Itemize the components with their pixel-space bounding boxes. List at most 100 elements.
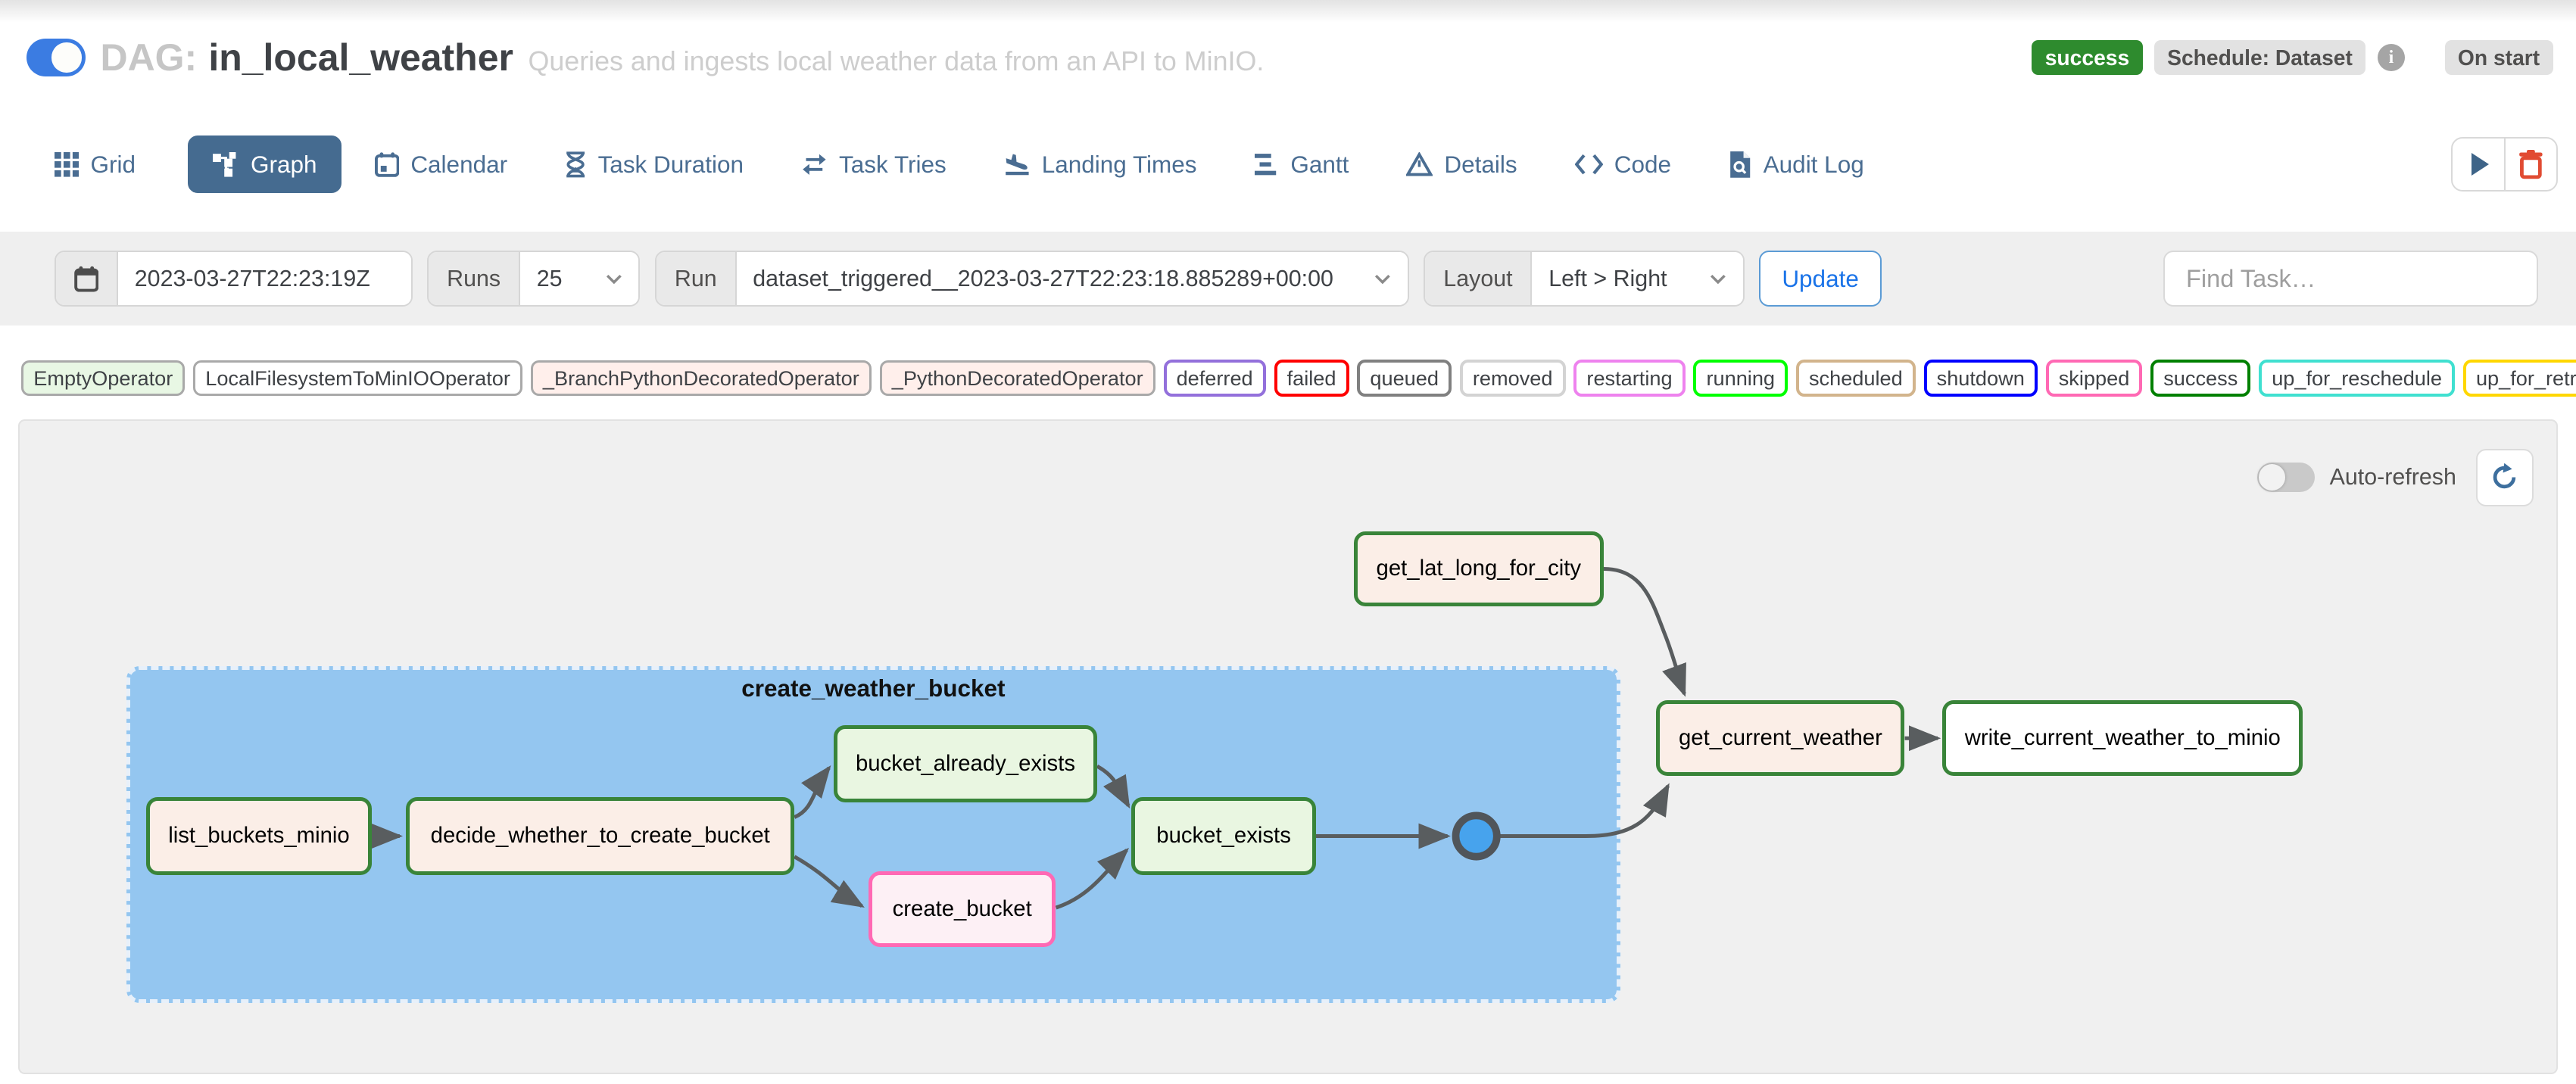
dag-canvas[interactable]: create_weather_bucket get_lat_long_for_c…: [20, 421, 2556, 1073]
tab-label: Gantt: [1290, 150, 1349, 178]
schedule-badge: Schedule: Dataset: [2153, 40, 2366, 76]
find-task-input[interactable]: [2182, 263, 2519, 294]
task-node-get_lat_long_for_city[interactable]: get_lat_long_for_city: [1353, 531, 1604, 607]
task-node-decide_whether_to_create_bucket[interactable]: decide_whether_to_create_bucket: [406, 797, 795, 875]
runs-value: 25: [536, 265, 563, 291]
task-node-bucket_already_exists[interactable]: bucket_already_exists: [834, 724, 1097, 802]
delete-dag-button[interactable]: [2503, 139, 2556, 191]
run-select[interactable]: dataset_triggered__2023-03-27T22:23:18.8…: [736, 252, 1408, 306]
grid-icon: [54, 151, 80, 177]
legend-state-pill: failed: [1274, 360, 1349, 397]
triangle-icon: [1406, 151, 1433, 177]
legend-state-pill: deferred: [1163, 360, 1266, 397]
legend-operator-pill: _BranchPythonDecoratedOperator: [530, 360, 872, 396]
task-node-create_bucket[interactable]: create_bucket: [868, 871, 1056, 948]
legend-state-pill: up_for_reschedule: [2259, 360, 2456, 397]
tab-label: Code: [1614, 150, 1672, 178]
base-date-group: [54, 251, 413, 307]
plane-landing-icon: [1004, 151, 1031, 178]
legend-state-pill: success: [2150, 360, 2251, 397]
legend-operator-pill: LocalFilesystemToMinIOOperator: [193, 360, 522, 396]
tab-task-tries[interactable]: Task Tries: [801, 136, 947, 193]
refresh-button[interactable]: [2475, 448, 2534, 506]
dag-title: DAG: in_local_weather Queries and ingest…: [101, 36, 1265, 79]
runs-label: Runs: [429, 252, 521, 306]
toggle-knob: [2259, 464, 2285, 491]
tab-task-duration[interactable]: Task Duration: [565, 136, 744, 193]
hourglass-icon: [565, 151, 586, 178]
info-icon[interactable]: i: [2377, 43, 2406, 72]
tab-details[interactable]: Details: [1406, 136, 1517, 193]
chevron-down-icon: [1710, 274, 1726, 284]
tab-label: Task Tries: [839, 150, 947, 178]
base-date-input-wrap: [118, 252, 411, 306]
view-tabs: Grid Graph Calendar Task Duration Task T…: [54, 132, 2559, 198]
find-task-wrap: [2163, 251, 2539, 307]
status-badge: success: [2032, 40, 2143, 76]
legend-operator-pill: _PythonDecoratedOperator: [879, 360, 1155, 396]
legend-state-pill: up_for_retry: [2462, 360, 2576, 397]
tab-label: Audit Log: [1763, 150, 1864, 178]
trash-icon: [2519, 149, 2543, 179]
auto-refresh-label: Auto-refresh: [2329, 464, 2456, 491]
chevron-down-icon: [606, 274, 622, 284]
tab-label: Landing Times: [1041, 150, 1197, 178]
legend-state-pill: running: [1693, 360, 1789, 397]
audit-log-icon: [1729, 151, 1751, 178]
tab-code[interactable]: Code: [1574, 136, 1672, 193]
tab-landing-times[interactable]: Landing Times: [1004, 136, 1197, 193]
tab-grid[interactable]: Grid: [54, 136, 136, 193]
filter-bar: Runs 25 Run dataset_triggered__2023-03-2…: [0, 232, 2576, 326]
task-node-list_buckets_minio[interactable]: list_buckets_minio: [146, 797, 372, 875]
legend-state-pill: restarting: [1573, 360, 1686, 397]
update-button[interactable]: Update: [1759, 251, 1882, 307]
calendar-icon: [374, 152, 400, 177]
task-group-label: create_weather_bucket: [741, 674, 1006, 702]
trigger-dag-button[interactable]: [2453, 139, 2503, 190]
task-node-get_current_weather[interactable]: get_current_weather: [1656, 700, 1905, 777]
dag-id: in_local_weather: [208, 36, 513, 79]
runs-select[interactable]: 25: [520, 252, 639, 306]
dag-header: DAG: in_local_weather Queries and ingest…: [26, 20, 2553, 95]
chevron-down-icon: [1374, 274, 1391, 284]
layout-group: Layout Left > Right: [1424, 251, 1745, 307]
layout-label: Layout: [1425, 252, 1533, 306]
legend-operator-pill: EmptyOperator: [21, 360, 186, 396]
base-date-input[interactable]: [134, 265, 395, 292]
legend-state-pill: scheduled: [1795, 360, 1916, 397]
legend-state-pill: skipped: [2045, 360, 2143, 397]
tab-label: Graph: [251, 150, 317, 178]
dag-pause-toggle[interactable]: [26, 39, 86, 76]
graph-panel: Auto-refresh create_weather_bucket get_l…: [17, 419, 2559, 1074]
legend-state-pill: shutdown: [1923, 360, 2038, 397]
run-group: Run dataset_triggered__2023-03-27T22:23:…: [654, 251, 1409, 307]
runs-group: Runs 25: [427, 251, 641, 307]
dag-prefix-label: DAG:: [100, 36, 198, 79]
auto-refresh-controls: Auto-refresh: [2257, 448, 2534, 506]
refresh-icon: [2493, 463, 2516, 489]
legend-state-pill: queued: [1357, 360, 1452, 397]
tab-label: Details: [1444, 150, 1517, 178]
retry-arrows-icon: [801, 152, 828, 177]
code-brackets-icon: [1574, 154, 1603, 175]
run-label: Run: [656, 252, 737, 306]
tab-audit-log[interactable]: Audit Log: [1729, 136, 1864, 193]
tab-graph[interactable]: Graph: [188, 136, 342, 194]
header-badges: success Schedule: Dataset i On start: [2032, 40, 2553, 76]
dag-description: Queries and ingests local weather data f…: [528, 46, 1265, 77]
toggle-knob: [51, 42, 82, 73]
auto-refresh-toggle[interactable]: [2257, 463, 2316, 493]
tab-label: Grid: [90, 150, 136, 178]
layout-select[interactable]: Left > Right: [1532, 252, 1743, 306]
calendar-icon: [55, 252, 119, 306]
gantt-bars-icon: [1254, 153, 1280, 176]
tab-label: Task Duration: [597, 150, 744, 178]
task-node-bucket_exists[interactable]: bucket_exists: [1131, 797, 1316, 875]
tab-calendar[interactable]: Calendar: [374, 136, 507, 193]
layout-value: Left > Right: [1548, 265, 1667, 291]
tab-gantt[interactable]: Gantt: [1254, 136, 1349, 193]
task-node-write_current_weather_to_minio[interactable]: write_current_weather_to_minio: [1942, 700, 2303, 777]
dag-action-buttons: [2451, 137, 2559, 192]
